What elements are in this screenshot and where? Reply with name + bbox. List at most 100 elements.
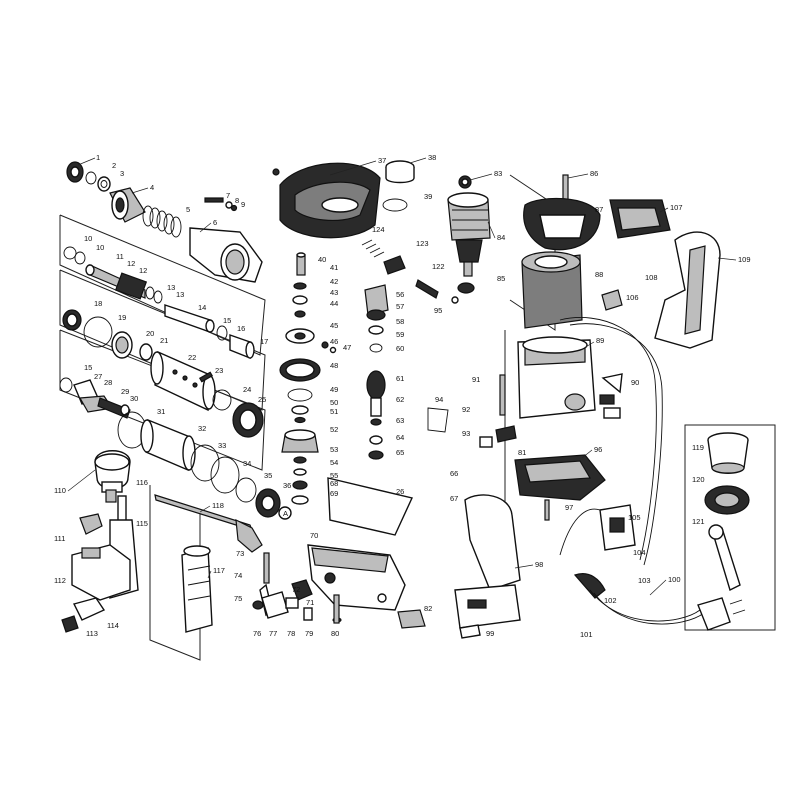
part-100-plug [697,597,731,631]
callout-112: 112 [54,576,66,585]
part-56-shaft [364,284,389,316]
callout-97: 97 [565,503,573,512]
callout-119: 119 [692,443,704,452]
callout-79: 79 [305,629,313,638]
callout-67: 67 [450,494,458,503]
callout-12a: 12 [127,259,135,268]
callout-12b: 12 [139,266,147,275]
callout-30: 30 [130,394,138,403]
callout-47: 47 [343,343,351,352]
callout-57: 57 [396,302,404,311]
callout-40: 40 [318,255,326,264]
callout-99: 99 [486,629,494,638]
part-82-cover [397,609,426,629]
callout-50: 50 [330,398,338,407]
callout-71: 71 [306,598,314,607]
callout-124: 124 [372,225,385,234]
callout-13a: 13 [167,283,175,292]
callout-9: 9 [241,200,245,209]
accessory-box [684,424,776,631]
callout-64: 64 [396,433,404,442]
callout-103: 103 [638,576,651,585]
callout-107: 107 [670,203,683,212]
callout-120: 120 [692,475,705,484]
callout-56: 56 [396,290,404,299]
callout-36: 36 [283,481,291,490]
callout-60: 60 [396,344,404,353]
callout-61: 61 [396,374,404,383]
callout-39: 39 [424,192,432,201]
part-112-block [71,544,131,601]
callout-78: 78 [287,629,295,638]
callout-62: 62 [396,395,404,404]
callout-14: 14 [198,303,206,312]
callout-18: 18 [94,299,102,308]
left-parts [59,161,292,520]
callout-51: 51 [330,407,338,416]
part-91-screw [499,374,506,416]
callout-94: 94 [435,395,443,404]
part-113-nut [61,615,79,633]
callout-49: 49 [330,385,338,394]
callout-13b: 13 [176,290,184,299]
callout-4: 4 [150,183,154,192]
callout-66: 66 [450,469,458,478]
callout-52: 52 [330,425,338,434]
callout-38: 38 [428,153,436,162]
callout-labels: 1 2 3 4 5 6 7 8 9 10 10 11 12 12 13 13 1… [54,153,751,639]
cable-parts [559,317,750,631]
callout-20: 20 [146,329,154,338]
callout-54: 54 [330,458,338,467]
callout-29: 29 [121,387,129,396]
callout-17: 17 [260,337,268,346]
callout-111: 111 [54,534,65,543]
callout-116: 116 [136,478,148,487]
callout-98: 98 [535,560,543,569]
part-114-nut [72,597,106,621]
callout-43: 43 [330,288,338,297]
callout-46: 46 [330,337,338,346]
callout-58: 58 [396,317,404,326]
callout-93: 93 [462,429,470,438]
callout-117: 117 [213,566,225,575]
leader-lines [67,157,737,596]
callout-68: 68 [330,479,338,488]
callout-106: 106 [626,293,639,302]
callout-35: 35 [264,471,272,480]
callout-122: 122 [432,262,445,271]
callout-95: 95 [434,306,442,315]
callout-33: 33 [218,441,226,450]
callout-25: 25 [258,395,266,404]
callout-22: 22 [188,353,196,362]
part-117-handle [181,547,213,633]
callout-53: 53 [330,445,338,454]
part-19-oring [83,316,113,348]
part-102-relief [573,573,606,599]
callout-10b: 10 [96,243,104,252]
callout-45: 45 [330,321,338,330]
callout-91: 91 [472,375,480,384]
callout-59: 59 [396,330,404,339]
part-26-gasket [327,477,413,536]
callout-28: 28 [104,378,112,387]
callout-A: A [283,509,288,518]
callout-83: 83 [494,169,502,178]
callout-74: 74 [234,571,242,580]
callout-26: 26 [396,487,404,496]
callout-104: 104 [633,548,646,557]
callout-21: 21 [160,336,168,345]
callout-6: 6 [213,218,217,227]
callout-1: 1 [96,153,100,162]
motor-parts [427,174,721,639]
callout-123: 123 [416,239,429,248]
callout-102: 102 [604,596,617,605]
center-parts [235,160,439,629]
callout-37: 37 [378,156,386,165]
part-61-pinion [366,370,386,400]
part-98-handle-base [454,584,521,629]
callout-16: 16 [237,324,245,333]
callout-85: 85 [497,274,505,283]
part-111-knob [79,513,103,535]
callout-10a: 10 [84,234,92,243]
